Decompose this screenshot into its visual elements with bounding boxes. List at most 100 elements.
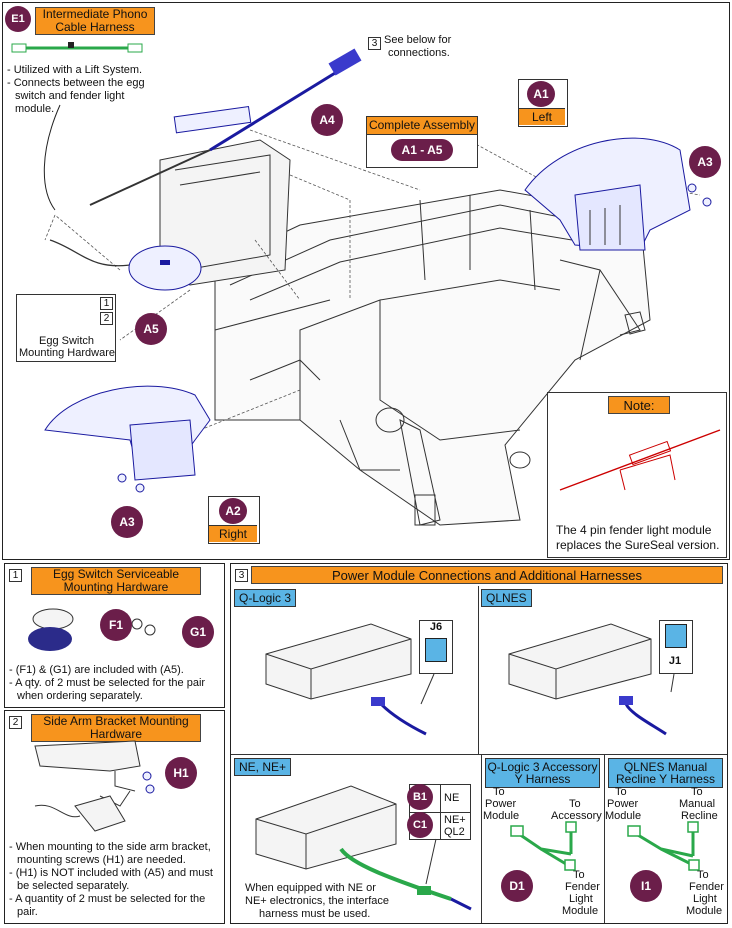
- qlnes-module: [508, 623, 675, 736]
- yn-fender-1: To: [697, 869, 709, 881]
- a5-num-1: 1: [100, 297, 113, 310]
- qlnes-pin-label: J1: [668, 655, 682, 667]
- panel-1-title: Egg Switch Serviceable Mounting Hardware: [31, 567, 201, 595]
- complete-assembly-box: Complete Assembly A1 - A5: [366, 116, 478, 168]
- panel-3-divider-h: [231, 754, 727, 755]
- callout-3-number: 3: [368, 37, 381, 50]
- a2-label: Right: [209, 525, 257, 542]
- a2-callout: A2 Right: [208, 496, 260, 544]
- yn-power-2: Power: [607, 798, 639, 810]
- ne-b1-text: NE: [444, 792, 460, 804]
- yn-title-1: QLNES Manual: [623, 760, 708, 774]
- yq-power-3: Module: [483, 810, 520, 822]
- note-text-1: The 4 pin fender light module: [556, 523, 712, 537]
- a3-badge-bottom: A3: [111, 506, 143, 538]
- yq-fender-3: Light: [569, 893, 593, 905]
- egg-switch: [49, 239, 202, 291]
- panel-3-title: Power Module Connections and Additional …: [251, 566, 723, 584]
- panel-3-number: 3: [235, 569, 248, 582]
- panel-2-note-1: - When mounting to the side arm bracket,: [9, 841, 211, 853]
- panel-1-note-1: - (F1) & (G1) are included with (A5).: [9, 664, 184, 676]
- e1-note-2: - Connects between the egg: [7, 77, 145, 89]
- qlnes-connector-icon: [665, 624, 687, 648]
- a3-badge-top: A3: [689, 146, 721, 178]
- complete-assembly-badge: A1 - A5: [391, 139, 453, 161]
- complete-assembly-title: Complete Assembly: [367, 117, 477, 135]
- yn-fender-2: Fender: [689, 881, 724, 893]
- a5-egg-switch-hardware: 1 2 Egg Switch Mounting Hardware: [16, 294, 116, 362]
- a1-label: Left: [519, 108, 565, 125]
- c1-badge: C1: [407, 812, 433, 838]
- yq-title: Q-Logic 3 Accessory Y Harness: [485, 758, 600, 788]
- ql3-pin-label: J6: [429, 621, 443, 633]
- yn-power-1: To: [615, 786, 627, 798]
- ne-c1-text-2: QL2: [444, 826, 465, 838]
- y-harness-d1: [510, 821, 577, 871]
- panel-3-drawing: [255, 623, 700, 911]
- right-fender: [44, 385, 211, 481]
- panel-3-divider-v1: [478, 586, 479, 754]
- callout-3-text-1: See below for: [384, 34, 452, 46]
- e1-note-3: switch and fender light module.: [15, 90, 125, 115]
- ql3-pin-box: J6: [419, 620, 453, 674]
- panel-2-title: Side Arm Bracket Mounting Hardware: [31, 714, 201, 742]
- yn-fender-4: Module: [686, 905, 723, 917]
- yq-title-2: Y Harness: [514, 772, 571, 786]
- panel-1: 1 Egg Switch Serviceable Mounting Hardwa…: [4, 563, 225, 708]
- qlnes-label: QLNES: [481, 589, 532, 607]
- panel-2-note-2: mounting screws (H1) are needed.: [17, 854, 186, 866]
- note-title: Note:: [608, 396, 670, 414]
- yn-recline-2: Manual: [679, 798, 716, 810]
- ne-foot-3: harness must be used.: [259, 908, 371, 920]
- panel-2: 2 Side Arm Bracket Mounting Hardware H1 …: [4, 710, 225, 924]
- panel-2-note-5: - A quantity of 2 must be selected for t…: [9, 893, 206, 905]
- i1-badge: I1: [630, 870, 662, 902]
- yq-power-1: To: [493, 786, 505, 798]
- panel-1-note-2: - A qty. of 2 must be selected for the p…: [9, 677, 206, 689]
- e1-title: Intermediate Phono Cable Harness: [35, 7, 155, 35]
- yn-recline-3: Recline: [681, 810, 718, 822]
- panel-1-drawing: [28, 608, 156, 651]
- yq-fender-4: Module: [562, 905, 599, 917]
- panel-2-note-6: pair.: [17, 906, 38, 918]
- panel-3-divider-v2: [481, 754, 482, 923]
- yn-recline-1: To: [691, 786, 703, 798]
- e1-note-1: - Utilized with a Lift System.: [7, 64, 143, 76]
- yq-fender-2: Fender: [565, 881, 600, 893]
- yq-fender-1: To: [573, 869, 585, 881]
- left-fender: [524, 137, 691, 251]
- a5-num-2: 2: [100, 312, 113, 325]
- yn-fender-3: Light: [693, 893, 717, 905]
- panel-2-number: 2: [9, 716, 22, 729]
- yn-title-2: Recline Y Harness: [616, 772, 715, 786]
- ne-foot-1: When equipped with NE or: [245, 882, 376, 894]
- base-frame: [214, 189, 651, 526]
- ne-module: [255, 785, 472, 911]
- panel-3-divider-v3: [604, 754, 605, 923]
- g1-badge: G1: [182, 616, 214, 648]
- b1-badge: B1: [407, 784, 433, 810]
- note-text-2: replaces the SureSeal version.: [556, 538, 720, 552]
- a4-badge: A4: [311, 104, 343, 136]
- note-box: Note: The 4 pin fender light module repl…: [547, 392, 727, 558]
- f1-badge: F1: [100, 609, 132, 641]
- panel-1-number: 1: [9, 569, 22, 582]
- yq-acc-2: Accessory: [551, 810, 602, 822]
- h1-badge: H1: [165, 757, 197, 789]
- a5-label-2: Mounting Hardware: [19, 347, 115, 359]
- e1-badge: E1: [5, 6, 31, 32]
- panel-2-note-4: be selected separately.: [17, 880, 130, 892]
- d1-badge: D1: [501, 870, 533, 902]
- yq-power-2: Power: [485, 798, 517, 810]
- panel-2-drawing: [34, 740, 155, 832]
- ql3-module: [265, 623, 435, 736]
- a5-badge: A5: [135, 313, 167, 345]
- a2-badge: A2: [219, 498, 247, 524]
- a5-label-1: Egg Switch: [39, 335, 95, 347]
- panel-2-note-3: - (H1) is NOT included with (A5) and mus…: [9, 867, 213, 879]
- yn-power-3: Module: [605, 810, 642, 822]
- ne-c1-text-1: NE+: [444, 814, 466, 826]
- yq-title-1: Q-Logic 3 Accessory: [487, 760, 598, 774]
- panel-3: 3 Power Module Connections and Additiona…: [230, 563, 728, 924]
